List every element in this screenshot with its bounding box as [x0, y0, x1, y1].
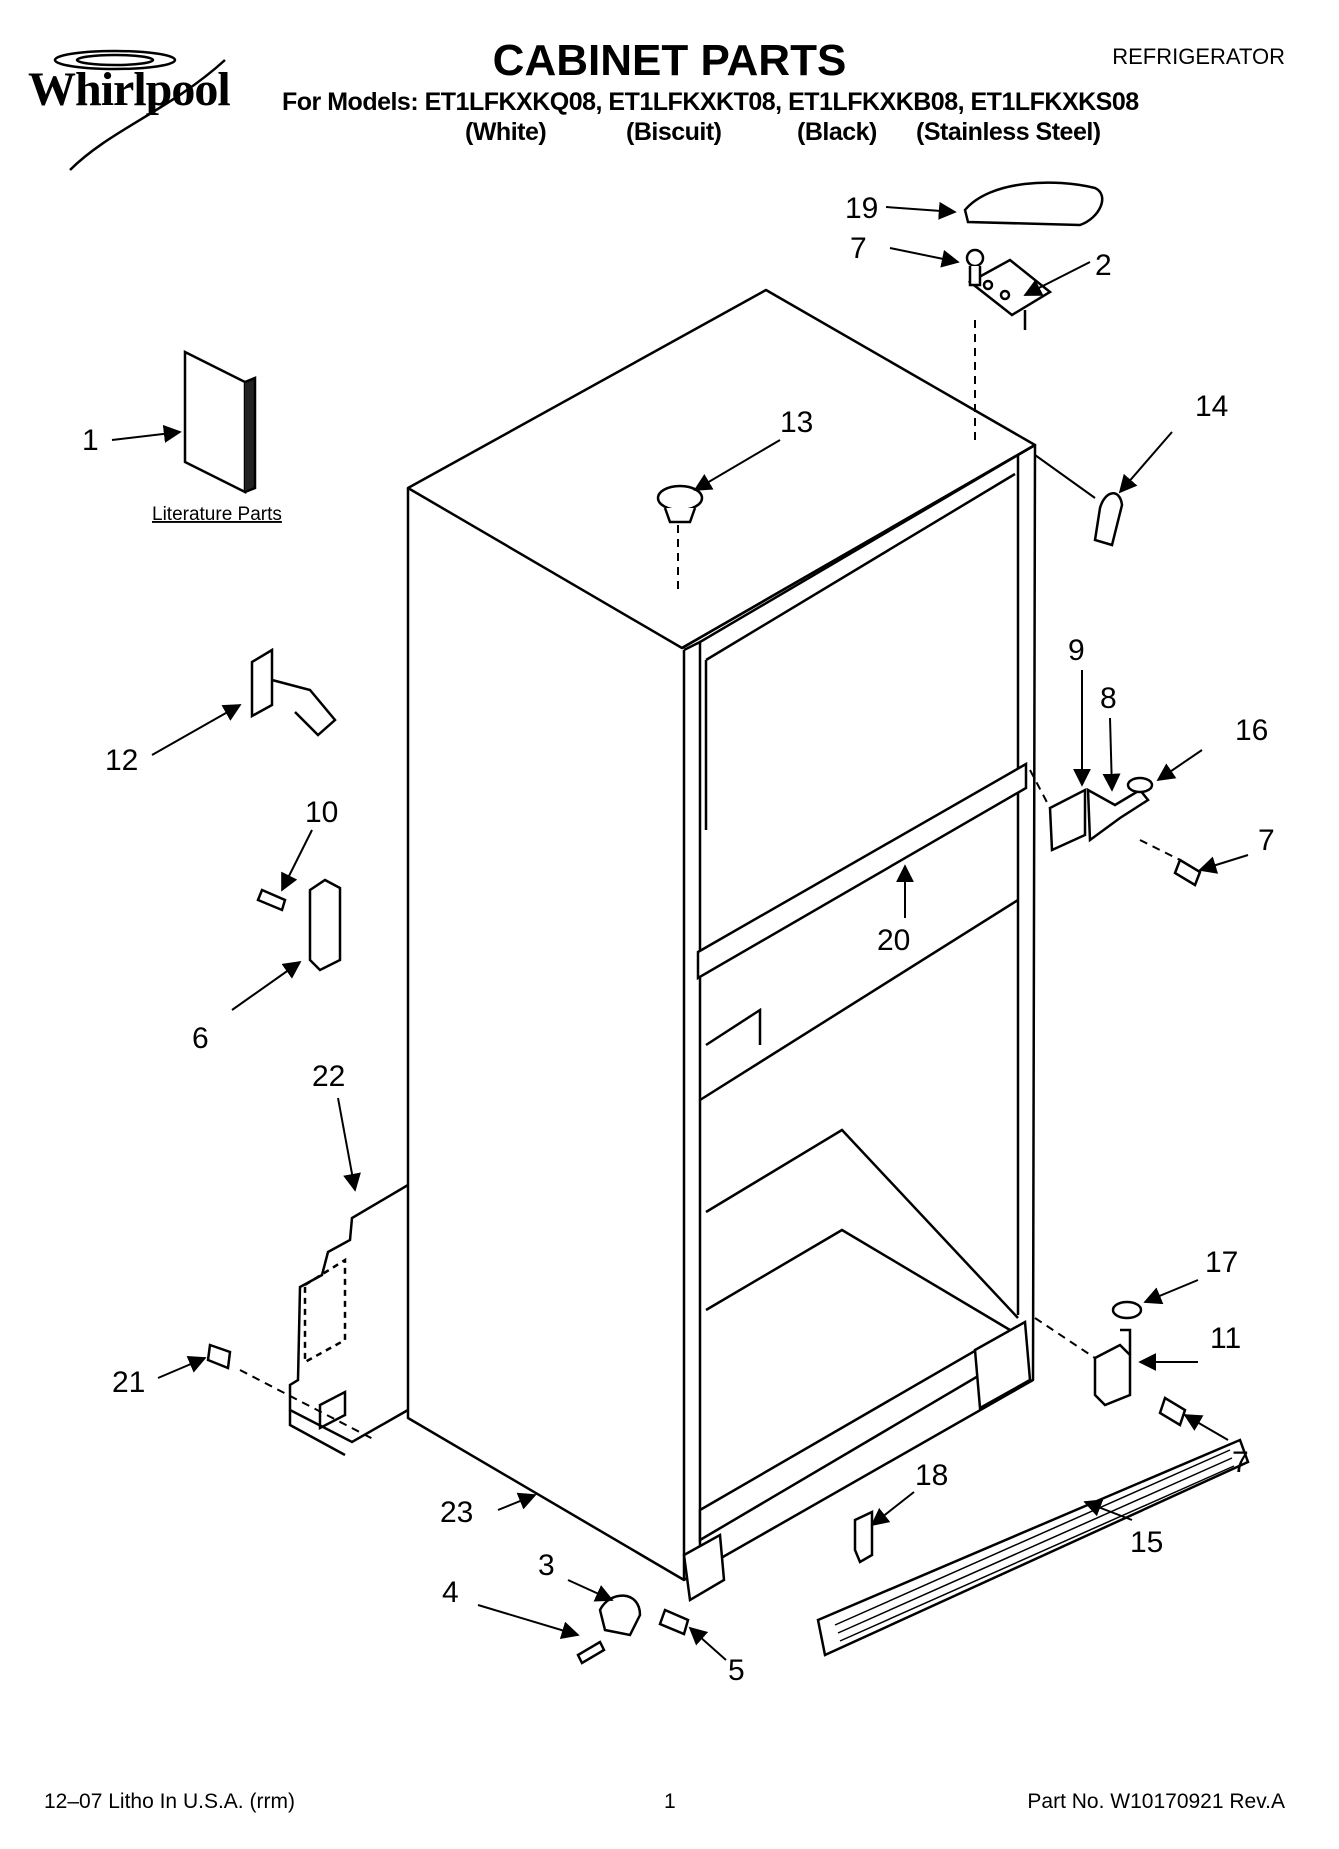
callout-20: 20	[877, 924, 910, 957]
callout-9: 9	[1068, 634, 1085, 667]
washer-part-17	[1111, 1300, 1143, 1320]
callout-5: 5	[728, 1654, 745, 1687]
variant-black: (Black)	[797, 118, 877, 146]
washer-part-16	[1126, 776, 1154, 794]
category-label: REFRIGERATOR	[1112, 44, 1285, 69]
callout-2: 2	[1095, 249, 1112, 282]
callout-23: 23	[440, 1496, 473, 1529]
base-rail-part-23	[682, 1319, 1032, 1603]
brand-logo: Whirlpool	[28, 63, 231, 116]
trim-part-14	[1093, 492, 1124, 547]
literature-booklet-part-1	[183, 349, 257, 495]
screw-part-10	[256, 888, 287, 912]
callout-3: 3	[538, 1549, 555, 1582]
divider-bar-part-20	[696, 761, 1028, 981]
middle-hinge-part-8	[1048, 787, 1150, 852]
screw-part-7-middle	[1173, 858, 1202, 887]
screw-part-5	[658, 1608, 690, 1636]
callout-18: 18	[915, 1459, 948, 1492]
callout-7-bottom: 7	[1232, 1446, 1249, 1479]
cabinet-interior	[705, 1007, 1019, 1332]
screw-part-7-top	[965, 248, 985, 287]
literature-label: Literature Parts	[152, 504, 282, 525]
callout-7-middle: 7	[1258, 824, 1275, 857]
callout-4: 4	[442, 1576, 459, 1609]
handle-stud-part-12	[250, 647, 337, 737]
callout-1: 1	[82, 424, 99, 457]
callout-10: 10	[305, 796, 338, 829]
callout-14: 14	[1195, 390, 1228, 423]
clip-part-18	[853, 1510, 874, 1564]
whirlpool-swirl-icon	[53, 49, 226, 171]
callout-22: 22	[312, 1060, 345, 1093]
screw-part-21	[206, 1343, 232, 1370]
callout-12: 12	[105, 744, 138, 777]
variant-stainless: (Stainless Steel)	[916, 118, 1101, 146]
back-panel-part-22	[288, 1183, 409, 1457]
bottom-hinge-part-11	[1093, 1328, 1132, 1407]
callout-11: 11	[1210, 1322, 1241, 1355]
variant-white: (White)	[465, 118, 547, 146]
callout-17: 17	[1205, 1246, 1238, 1279]
leader-lines	[111, 201, 1249, 1661]
callout-8: 8	[1100, 682, 1117, 715]
top-hinge-part-2	[967, 258, 1053, 330]
plug-part-13	[656, 484, 704, 524]
page-title: CABINET PARTS	[492, 36, 847, 85]
bracket-part-6	[308, 878, 342, 972]
footer-litho: 12–07 Litho In U.S.A. (rrm)	[44, 1790, 295, 1813]
callout-16: 16	[1235, 714, 1268, 747]
pin-part-4	[576, 1640, 606, 1665]
leveler-part-3	[598, 1594, 642, 1637]
part-number: Part No. W10170921 Rev.A	[1027, 1790, 1285, 1813]
callout-13: 13	[780, 406, 813, 439]
models-line: For Models: ET1LFKXKQ08, ET1LFKXKT08, ET…	[282, 88, 1139, 116]
hinge-cap-part-19	[963, 181, 1104, 227]
base-grille-part-15	[816, 1438, 1250, 1657]
page-number: 1	[664, 1790, 676, 1813]
callout-21: 21	[112, 1366, 145, 1399]
callout-15: 15	[1130, 1526, 1163, 1559]
callout-7-top: 7	[850, 232, 867, 265]
callout-6: 6	[192, 1022, 209, 1055]
variant-biscuit: (Biscuit)	[626, 118, 722, 146]
callout-19: 19	[845, 192, 878, 225]
screw-part-7-bottom	[1158, 1396, 1187, 1427]
